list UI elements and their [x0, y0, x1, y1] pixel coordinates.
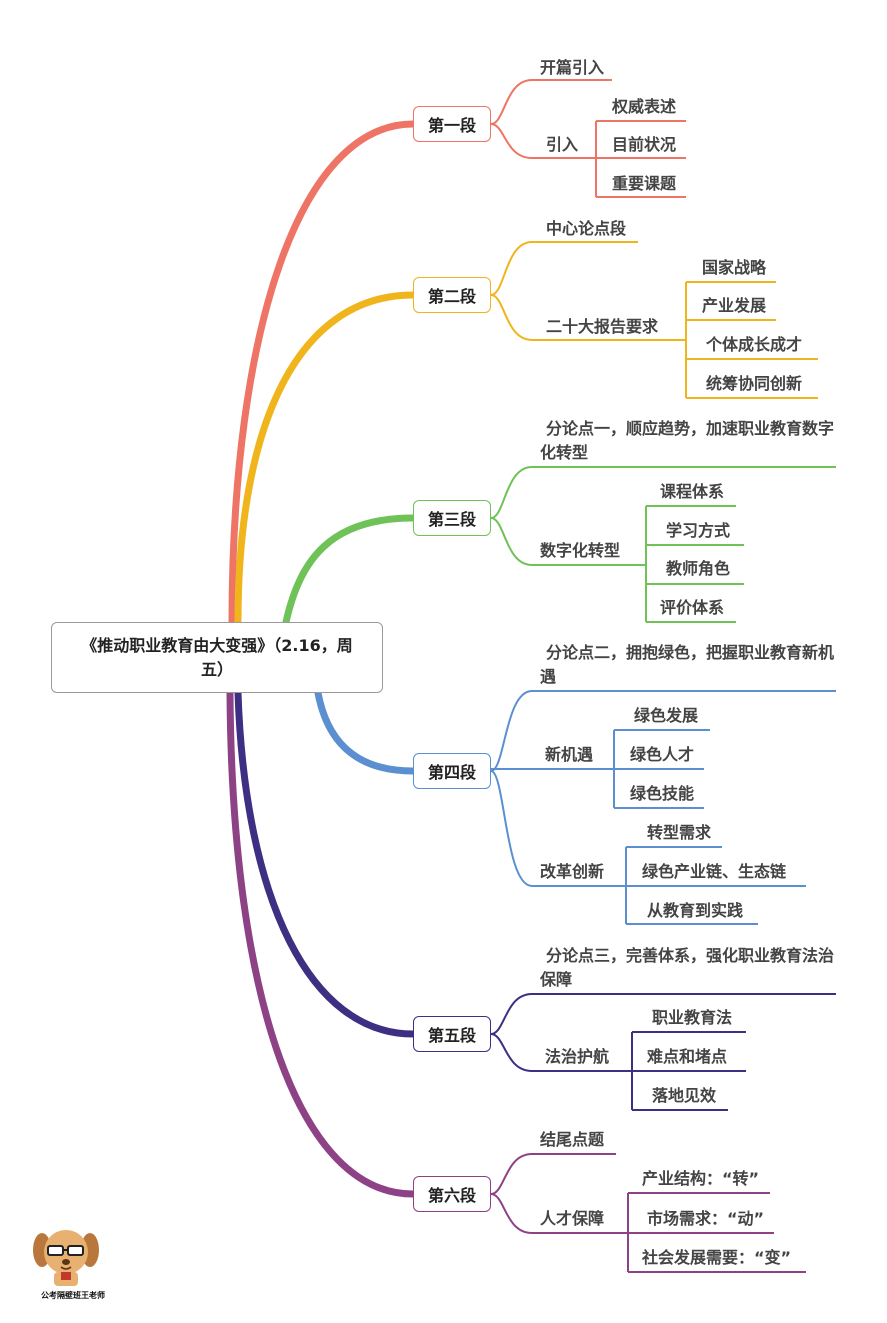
section-2-node[interactable]: 第二段	[413, 277, 491, 313]
subtopic-item[interactable]: 权威表述	[612, 97, 677, 116]
section-6-node[interactable]: 第六段	[413, 1176, 491, 1212]
branch-s2	[234, 291, 417, 626]
subtopic-item[interactable]: 产业发展	[702, 296, 767, 315]
branch-s5	[234, 689, 417, 1038]
topic-rule-of-law[interactable]: 法治护航	[545, 1047, 610, 1066]
subtopic-item[interactable]: 绿色技能	[630, 784, 695, 803]
subtopic-item[interactable]: 绿色产业链、生态链	[642, 862, 787, 881]
subtopic-item[interactable]: 重要课题	[612, 174, 677, 193]
topic-central-thesis[interactable]: 中心论点段	[546, 219, 627, 238]
branch-s1	[228, 120, 417, 626]
branch-s4	[314, 689, 417, 775]
section-1-node[interactable]: 第一段	[413, 106, 491, 142]
subtopic-item[interactable]: 落地见效	[652, 1086, 717, 1105]
topic-intro[interactable]: 引入	[546, 135, 579, 154]
section-5-label: 第五段	[427, 1026, 476, 1045]
subtopic-item[interactable]: 从教育到实践	[647, 901, 744, 920]
section-3-label: 第三段	[427, 510, 476, 529]
topic-argument-three[interactable]: 分论点三，完善体系，强化职业教育法治保障	[540, 946, 835, 989]
subtopic-item[interactable]: 国家战略	[702, 258, 767, 277]
topic-argument-two[interactable]: 分论点二，拥抱绿色，把握职业教育新机遇	[540, 643, 835, 686]
topic-closing[interactable]: 结尾点题	[540, 1130, 605, 1149]
subtopic-item[interactable]: 课程体系	[660, 482, 725, 501]
section-2-label: 第二段	[427, 287, 476, 306]
subtopic-item[interactable]: 市场需求：“动”	[647, 1209, 765, 1228]
branch-s3	[282, 514, 417, 626]
section-6-label: 第六段	[427, 1186, 476, 1205]
subtopic-item[interactable]: 评价体系	[660, 598, 725, 617]
subtopic-item[interactable]: 绿色人才	[630, 745, 695, 764]
topic-argument-one[interactable]: 分论点一，顺应趋势，加速职业教育数字化转型	[540, 419, 835, 462]
subtopic-item[interactable]: 转型需求	[647, 823, 712, 842]
subtopic-item[interactable]: 统筹协同创新	[706, 374, 803, 393]
subtopic-item[interactable]: 职业教育法	[652, 1008, 733, 1027]
section-5-node[interactable]: 第五段	[413, 1016, 491, 1052]
section-1-label: 第一段	[427, 116, 476, 135]
subtopic-item[interactable]: 个体成长成才	[706, 335, 803, 354]
topic-new-opportunity[interactable]: 新机遇	[545, 745, 594, 764]
subtopic-item[interactable]: 教师角色	[666, 559, 731, 578]
topic-opening-intro[interactable]: 开篇引入	[540, 58, 605, 77]
author-logo: 公考隔壁班王老师	[28, 1226, 112, 1302]
subtopic-item[interactable]: 社会发展需要：“变”	[642, 1248, 792, 1267]
subtopic-item[interactable]: 产业结构：“转”	[642, 1169, 760, 1188]
topic-digital-transformation[interactable]: 数字化转型	[540, 541, 621, 560]
topic-report-requirements[interactable]: 二十大报告要求	[546, 317, 659, 336]
subtopic-item[interactable]: 难点和堵点	[647, 1047, 728, 1066]
topic-talent-guarantee[interactable]: 人才保障	[540, 1209, 605, 1228]
topic-reform-innovation[interactable]: 改革创新	[540, 862, 605, 881]
root-node[interactable]: 《推动职业教育由大变强》（2.16，周五）	[51, 622, 383, 693]
subtopic-item[interactable]: 学习方式	[666, 521, 731, 540]
section-3-node[interactable]: 第三段	[413, 500, 491, 536]
section-4-label: 第四段	[427, 763, 476, 782]
dog-teacher-icon	[33, 1230, 99, 1286]
subtopic-item[interactable]: 目前状况	[612, 135, 677, 154]
section-4-node[interactable]: 第四段	[413, 753, 491, 789]
root-title: 《推动职业教育由大变强》（2.16，周五）	[81, 635, 353, 679]
subtopic-item[interactable]: 绿色发展	[634, 706, 699, 725]
branch-s6	[226, 689, 417, 1198]
logo-caption: 公考隔壁班王老师	[41, 1291, 105, 1300]
